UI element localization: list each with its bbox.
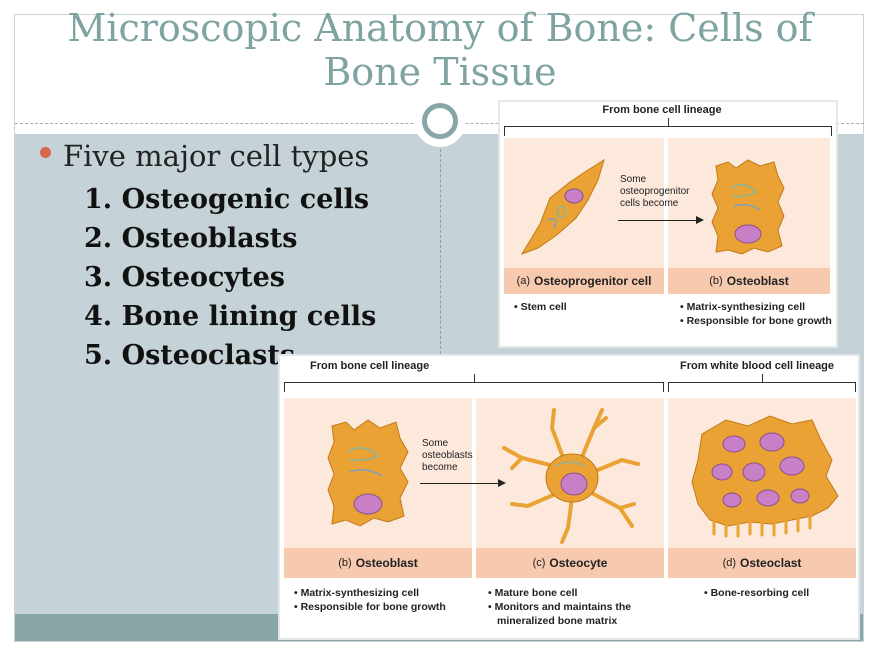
- slide-title: Microscopic Anatomy of Bone: Cells of Bo…: [67, 6, 813, 94]
- column-divider: [440, 134, 441, 364]
- caption-osteoclast: (d)Osteoclast: [668, 548, 856, 578]
- ring-ornament: [414, 95, 466, 147]
- list-item: 4. Bone lining cells: [84, 301, 377, 332]
- list-item: 1. Osteogenic cells: [84, 184, 370, 215]
- list-item: 3. Osteocytes: [84, 262, 285, 293]
- description-osteocyte: • Mature bone cell • Monitors and mainta…: [488, 587, 632, 627]
- bullet-text: Five major cell types: [63, 139, 370, 173]
- cell-type-list: 1. Osteogenic cells 2. Osteoblasts 3. Os…: [84, 180, 376, 375]
- arrow-icon: [618, 216, 704, 224]
- list-item: 5. Osteoclasts: [84, 340, 296, 371]
- lineage-bracket: [504, 118, 832, 136]
- description-osteoblast: • Matrix-synthesizing cell • Responsible…: [294, 587, 446, 613]
- slide-frame: [14, 14, 864, 642]
- description-osteoclast: • Bone-resorbing cell: [704, 587, 810, 599]
- caption-osteocyte: (c)Osteocyte: [476, 548, 664, 578]
- caption-osteoblast: (b)Osteoblast: [284, 548, 472, 578]
- osteoprogenitor-cell-icon: [520, 158, 605, 255]
- lineage-bracket-blood: [668, 374, 856, 392]
- lineage-label-blood: From white blood cell lineage: [680, 360, 835, 372]
- arrow-icon: [420, 479, 506, 487]
- osteoclast-cell-icon: [691, 415, 839, 538]
- osteoblast-cell-icon: [711, 159, 785, 255]
- caption-osteoprogenitor: (a)Osteoprogenitor cell: [504, 268, 664, 294]
- caption-osteoblast: (b)Osteoblast: [668, 268, 830, 294]
- description-osteoprogenitor: • Stem cell: [514, 301, 567, 313]
- figure-osteoprogenitor: From bone cell lineage Some osteoprogeni…: [498, 100, 838, 348]
- lineage-label-bone: From bone cell lineage: [310, 360, 430, 372]
- figure-bone-cells: From bone cell lineage From white blood …: [278, 354, 860, 640]
- osteoblast-cell-icon: [327, 419, 409, 527]
- transition-note: Some osteoblasts become: [422, 438, 473, 473]
- transition-note: Some osteoprogenitor cells become: [620, 174, 690, 209]
- description-osteoblast: • Matrix-synthesizing cell • Responsible…: [680, 301, 832, 327]
- bullet-point: Five major cell types: [40, 138, 369, 174]
- list-item: 2. Osteoblasts: [84, 223, 298, 254]
- bullet-dot-icon: [40, 147, 51, 158]
- lineage-bracket-bone: [284, 374, 664, 392]
- osteocyte-cell-icon: [502, 408, 640, 544]
- lineage-label: From bone cell lineage: [602, 104, 722, 116]
